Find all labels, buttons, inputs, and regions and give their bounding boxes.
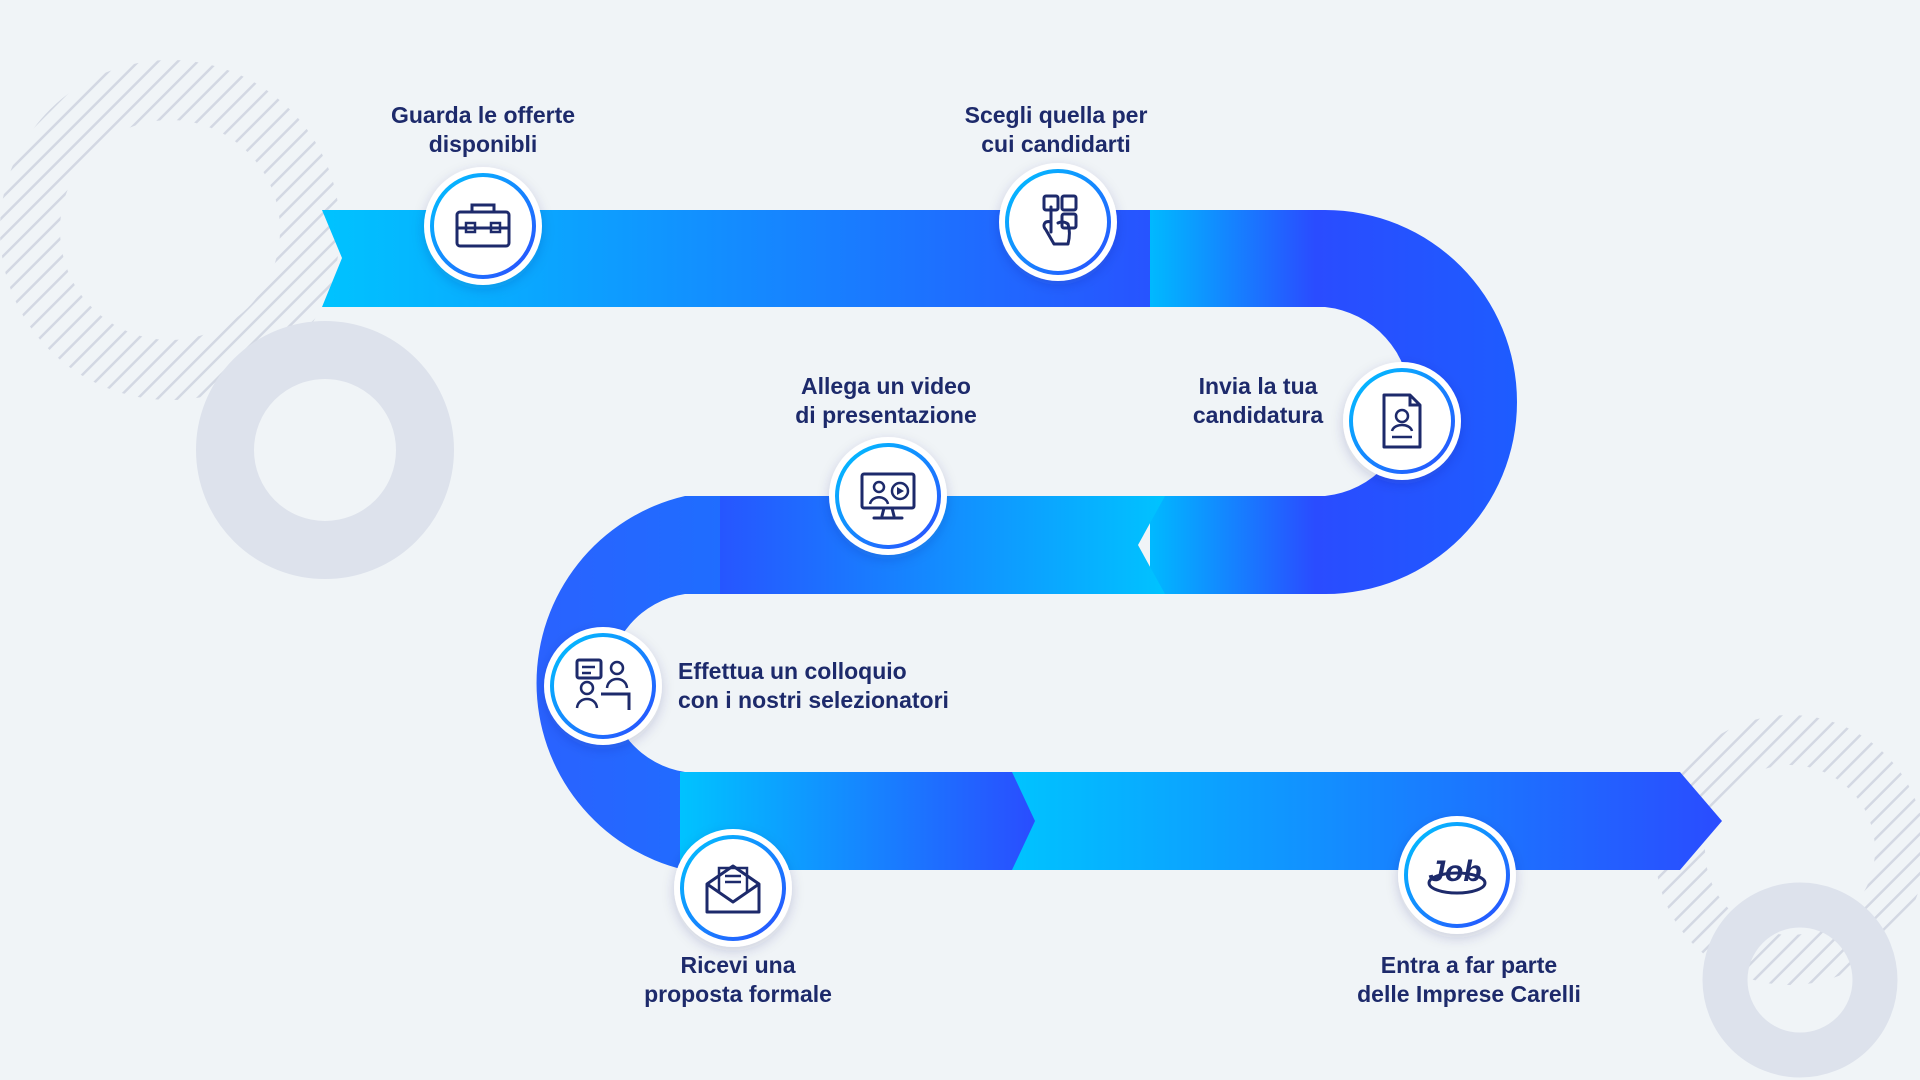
step-label-6: Ricevi una proposta formale [644,952,832,1007]
job-logo-text: Job [1428,855,1481,888]
step-label-7: Entra a far parte delle Imprese Carelli [1357,952,1581,1007]
step-marker-1 [424,167,542,285]
step-marker-5 [544,627,662,745]
decorative-background [0,60,1920,1078]
step-marker-3 [1343,362,1461,480]
interview-icon [575,658,631,710]
step-label-5: Effettua un colloquio con i nostri selez… [678,658,949,713]
tap-select-icon [1042,194,1078,246]
step-marker-4 [829,437,947,555]
step-marker-6 [674,829,792,947]
road-path [322,210,1722,870]
step-label-3: Invia la tua candidatura [1192,373,1324,428]
envelope-letter-icon [705,864,761,914]
video-presentation-icon [860,472,916,520]
resume-document-icon [1382,393,1422,449]
step-label-4: Allega un video di presentazione [795,373,977,428]
briefcase-icon [455,203,511,248]
step-label-1: Guarda le offerte disponibli [390,102,576,157]
step-marker-2 [999,163,1117,281]
job-logo-icon: Job [1427,855,1487,895]
step-marker-7: Job [1398,816,1516,934]
step-label-2: Scegli quella per cui candidarti [964,102,1148,157]
